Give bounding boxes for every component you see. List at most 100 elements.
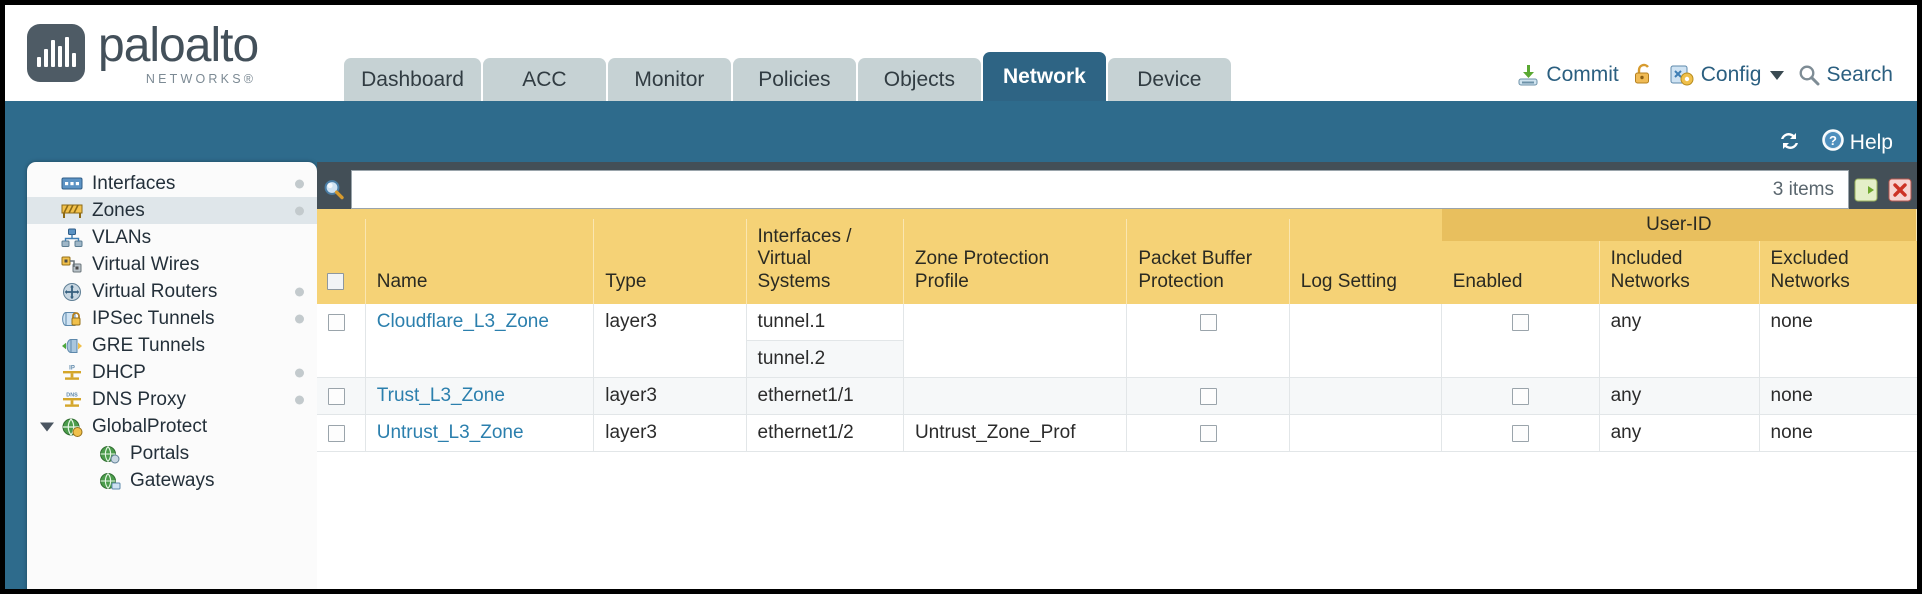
- tab-network[interactable]: Network: [982, 52, 1106, 101]
- tab-monitor[interactable]: Monitor: [607, 58, 731, 101]
- cell-name: Untrust_L3_Zone: [365, 414, 595, 453]
- gre-tunnels-icon: [61, 336, 83, 356]
- top-actions: Commit: [1516, 63, 1917, 101]
- gateways-icon: [99, 471, 121, 491]
- userid-enabled-checkbox[interactable]: [1511, 387, 1529, 405]
- col-type[interactable]: Type: [593, 219, 747, 305]
- status-dot: [295, 179, 304, 188]
- cell-packet-buffer-protection: [1126, 377, 1290, 416]
- cell-log-setting: [1289, 304, 1443, 379]
- config-wrench-icon: [1669, 63, 1695, 87]
- zone-name-link[interactable]: Cloudflare_L3_Zone: [376, 311, 549, 333]
- packet-buffer-protection-checkbox[interactable]: [1199, 313, 1217, 331]
- apply-filter-button[interactable]: [1849, 177, 1883, 203]
- sidebar-item-interfaces[interactable]: Interfaces: [27, 170, 317, 197]
- clear-filter-button[interactable]: [1883, 177, 1917, 203]
- row-checkbox[interactable]: [328, 313, 345, 331]
- row-checkbox[interactable]: [328, 387, 345, 405]
- sidebar-item-label: DNS Proxy: [92, 388, 186, 410]
- sidebar-item-label: Gateways: [130, 469, 215, 491]
- sidebar-item-ipsec-tunnels[interactable]: IPSec Tunnels: [27, 305, 317, 332]
- sidebar-item-portals[interactable]: Portals: [27, 440, 317, 467]
- chevron-down-icon: [1770, 70, 1785, 80]
- userid-enabled-checkbox[interactable]: [1511, 313, 1529, 331]
- status-dot: [295, 314, 304, 323]
- secondary-band: ? Help: [5, 101, 1917, 162]
- cell-userid-enabled: [1441, 414, 1600, 453]
- sidebar-item-label: GlobalProtect: [92, 415, 208, 437]
- table-row[interactable]: Untrust_L3_Zone layer3 ethernet1/2 Untru…: [317, 414, 1917, 453]
- brand-name: paloalto: [98, 18, 259, 72]
- packet-buffer-protection-checkbox[interactable]: [1199, 424, 1217, 442]
- userid-enabled-checkbox[interactable]: [1511, 424, 1529, 442]
- expand-triangle-icon[interactable]: [40, 422, 54, 431]
- col-name[interactable]: Name: [365, 219, 595, 305]
- refresh-icon[interactable]: [1777, 129, 1803, 158]
- select-all-checkbox[interactable]: [327, 273, 344, 291]
- tab-objects[interactable]: Objects: [857, 58, 981, 101]
- cell-type: layer3: [593, 304, 747, 379]
- table-row[interactable]: Cloudflare_L3_Zone layer3 tunnel.1 tunne…: [317, 304, 1917, 379]
- tab-acc[interactable]: ACC: [482, 58, 606, 101]
- tab-dashboard[interactable]: Dashboard: [344, 58, 481, 101]
- cell-packet-buffer-protection: [1126, 414, 1290, 453]
- help-label: Help: [1849, 131, 1893, 154]
- sidebar-item-gateways[interactable]: Gateways: [27, 467, 317, 494]
- row-select-cell: [317, 377, 366, 416]
- band-actions: ? Help: [1777, 128, 1893, 158]
- magnifier-icon[interactable]: [317, 178, 351, 202]
- cell-interfaces: tunnel.1 tunnel.2: [746, 304, 904, 379]
- sidebar-item-label: DHCP: [92, 361, 146, 383]
- sidebar-item-gre-tunnels[interactable]: GRE Tunnels: [27, 332, 317, 359]
- sidebar-item-label: VLANs: [92, 226, 152, 248]
- col-enabled[interactable]: Enabled: [1441, 241, 1600, 305]
- select-all-header: [317, 219, 366, 305]
- search-input[interactable]: [362, 178, 1773, 201]
- sidebar-item-dhcp[interactable]: IP DHCP: [27, 359, 317, 386]
- cell-excluded-networks: none: [1759, 414, 1917, 453]
- packet-buffer-protection-checkbox[interactable]: [1199, 387, 1217, 405]
- interfaces-icon: [61, 174, 83, 194]
- items-count: 3 items: [1772, 178, 1834, 200]
- cell-included-networks: any: [1599, 377, 1760, 416]
- cell-zone-protection-profile: [903, 304, 1128, 379]
- col-log-setting[interactable]: Log Setting: [1289, 219, 1442, 305]
- col-group-user-id: User-ID: [1441, 209, 1917, 242]
- search-button[interactable]: Search: [1798, 63, 1893, 87]
- sidebar-item-virtual-wires[interactable]: Virtual Wires: [27, 251, 317, 278]
- cell-excluded-networks: none: [1759, 377, 1917, 416]
- tab-device[interactable]: Device: [1107, 58, 1231, 101]
- zones-icon: [61, 201, 83, 221]
- row-select-cell: [317, 414, 366, 453]
- table-row[interactable]: Trust_L3_Zone layer3 ethernet1/1 any: [317, 377, 1917, 416]
- svg-text:?: ?: [1829, 133, 1837, 148]
- sidebar-item-vlans[interactable]: VLANs: [27, 224, 317, 251]
- config-dropdown[interactable]: Config: [1669, 63, 1785, 87]
- row-checkbox[interactable]: [328, 424, 345, 442]
- brand-logo: paloalto NETWORKS®: [5, 18, 259, 102]
- sidebar-item-label: Virtual Wires: [92, 253, 200, 275]
- sidebar-item-zones[interactable]: Zones: [27, 197, 317, 224]
- search-icon: [1798, 64, 1820, 86]
- row-select-cell: [317, 304, 366, 379]
- lock-button[interactable]: [1633, 63, 1655, 87]
- zone-name-link[interactable]: Untrust_L3_Zone: [376, 422, 524, 444]
- interface-item: tunnel.2: [746, 341, 903, 378]
- tab-policies[interactable]: Policies: [732, 58, 856, 101]
- sidebar-item-virtual-routers[interactable]: Virtual Routers: [27, 278, 317, 305]
- sidebar-item-globalprotect[interactable]: GlobalProtect: [27, 413, 317, 440]
- dns-proxy-icon: DNS: [61, 390, 83, 410]
- svg-text:IP: IP: [69, 365, 75, 371]
- commit-button[interactable]: Commit: [1516, 63, 1619, 87]
- zone-name-link[interactable]: Trust_L3_Zone: [376, 385, 505, 407]
- sidebar-item-dns-proxy[interactable]: DNS DNS Proxy: [27, 386, 317, 413]
- help-link[interactable]: ? Help: [1821, 128, 1893, 158]
- sidebar-item-label: Zones: [92, 199, 145, 221]
